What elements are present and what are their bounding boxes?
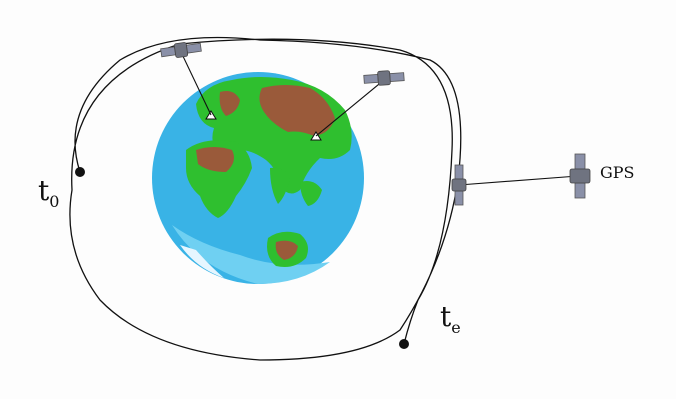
end-time-subscript: e: [451, 318, 460, 337]
start-point: [75, 167, 85, 177]
link-sat3-gps: [459, 176, 578, 185]
start-time-label: t0: [38, 174, 59, 211]
earth: [152, 72, 364, 284]
end-point: [399, 339, 409, 349]
start-time-subscript: 0: [49, 192, 59, 211]
end-time-label: te: [440, 300, 461, 337]
gps-satellite-icon: [570, 154, 590, 198]
satellite-icon-2: [364, 70, 405, 87]
gps-label: GPS: [600, 163, 635, 182]
